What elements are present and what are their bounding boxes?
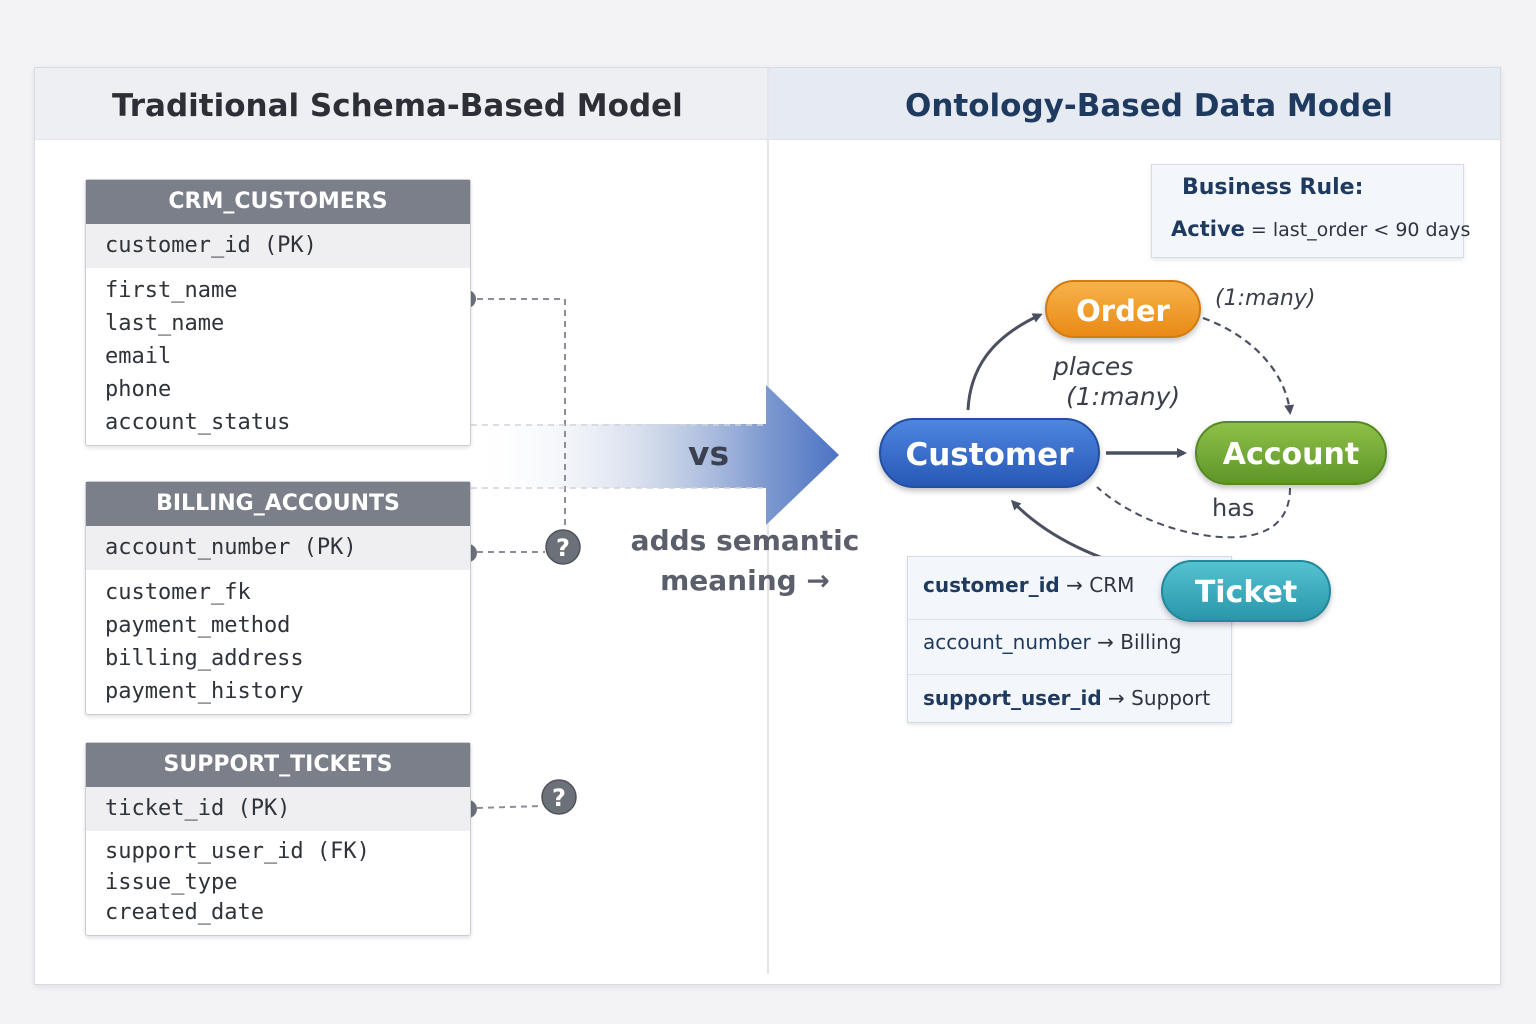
node-ticket: Ticket: [1161, 560, 1331, 622]
table-support-tickets: SUPPORT_TICKETS ticket_id (PK) support_u…: [85, 742, 471, 936]
node-account: Account: [1195, 421, 1387, 485]
edge-account-customer-has: [1096, 486, 1291, 539]
dashed-link-support: [476, 805, 542, 809]
has-label: has: [1212, 494, 1255, 522]
mapping-key: customer_id: [923, 573, 1060, 597]
mapping-separator: [908, 619, 1231, 620]
field-list: first_name last_name email phone account…: [86, 268, 470, 445]
table-field: phone: [105, 377, 172, 402]
mapping-target: CRM: [1089, 573, 1135, 597]
mapping-arrow: →: [1066, 573, 1083, 597]
vs-label: vs: [688, 434, 730, 473]
mapping-arrow: →: [1097, 630, 1114, 654]
right-panel-header: [767, 68, 1500, 140]
node-customer: Customer: [879, 418, 1100, 488]
table-field: payment_method: [105, 613, 291, 638]
business-rule-box: Business Rule: Active = last_order < 90 …: [1151, 164, 1470, 258]
mapping-arrow: →: [1108, 686, 1125, 710]
edge-customer-order: [966, 313, 1043, 411]
table-field: support_user_id (FK): [105, 839, 370, 864]
primary-key-field: ticket_id (PK): [86, 787, 470, 831]
dashed-link-crm: [477, 298, 566, 532]
table-field: issue_type: [105, 869, 238, 895]
semantic-caption-line1: adds semantic: [630, 524, 860, 557]
svg-text:?: ?: [556, 534, 570, 562]
question-icon-large-support: ?: [541, 779, 577, 815]
mapping-row-support: support_user_id → Support: [923, 686, 1210, 710]
mapping-row-account: account_number → Billing: [923, 630, 1182, 654]
table-field: billing_address: [105, 646, 304, 671]
business-rule-term: Active: [1171, 217, 1245, 241]
table-field: customer_fk: [105, 580, 251, 605]
left-panel-title: Traditional Schema-Based Model: [112, 88, 683, 124]
places-cardinality-label: (1:many): [1066, 382, 1181, 411]
comparison-arrow: [470, 385, 839, 525]
primary-key-field: customer_id (PK): [86, 224, 470, 268]
semantic-caption-line2: meaning →: [660, 564, 830, 597]
table-field: account_status: [105, 410, 291, 435]
table-header: CRM_CUSTOMERS: [86, 180, 470, 224]
table-header: BILLING_ACCOUNTS: [86, 482, 470, 526]
left-panel-header: [35, 68, 767, 140]
table-crm-customers: CRM_CUSTOMERS customer_id (PK) first_nam…: [85, 179, 471, 446]
mapping-row-customer: customer_id → CRM: [923, 573, 1134, 597]
edge-order-account: [1202, 316, 1295, 415]
semantic-caption: adds semantic meaning →: [625, 521, 865, 601]
table-field: created_date: [105, 900, 264, 925]
primary-key-field: account_number (PK): [86, 526, 470, 570]
business-rule-heading: Business Rule:: [1182, 175, 1364, 200]
question-icon-large-billing: ?: [545, 529, 581, 565]
table-field: payment_history: [105, 679, 304, 704]
svg-text:?: ?: [552, 784, 566, 812]
field-list: support_user_id (FK) issue_type created_…: [86, 831, 470, 935]
mapping-target: Support: [1131, 686, 1211, 710]
table-field: last_name: [105, 311, 225, 336]
business-rule-line: Active = last_order < 90 days: [1171, 217, 1470, 241]
mapping-separator: [908, 674, 1231, 675]
table-header: SUPPORT_TICKETS: [86, 743, 470, 787]
table-field: email: [105, 344, 172, 369]
places-label: places: [1053, 352, 1134, 381]
table-billing-accounts: BILLING_ACCOUNTS account_number (PK) cus…: [85, 481, 471, 715]
field-list: customer_fk payment_method billing_addre…: [86, 570, 470, 714]
business-rule-definition: = last_order < 90 days: [1250, 219, 1471, 241]
node-order: Order: [1045, 280, 1201, 338]
table-field: first_name: [105, 278, 238, 303]
mapping-key: support_user_id: [923, 686, 1102, 710]
order-account-cardinality-label: (1:many): [1215, 286, 1316, 311]
right-panel-title: Ontology-Based Data Model: [905, 88, 1393, 124]
mapping-target: Billing: [1120, 630, 1182, 654]
mapping-key: account_number: [923, 630, 1091, 654]
